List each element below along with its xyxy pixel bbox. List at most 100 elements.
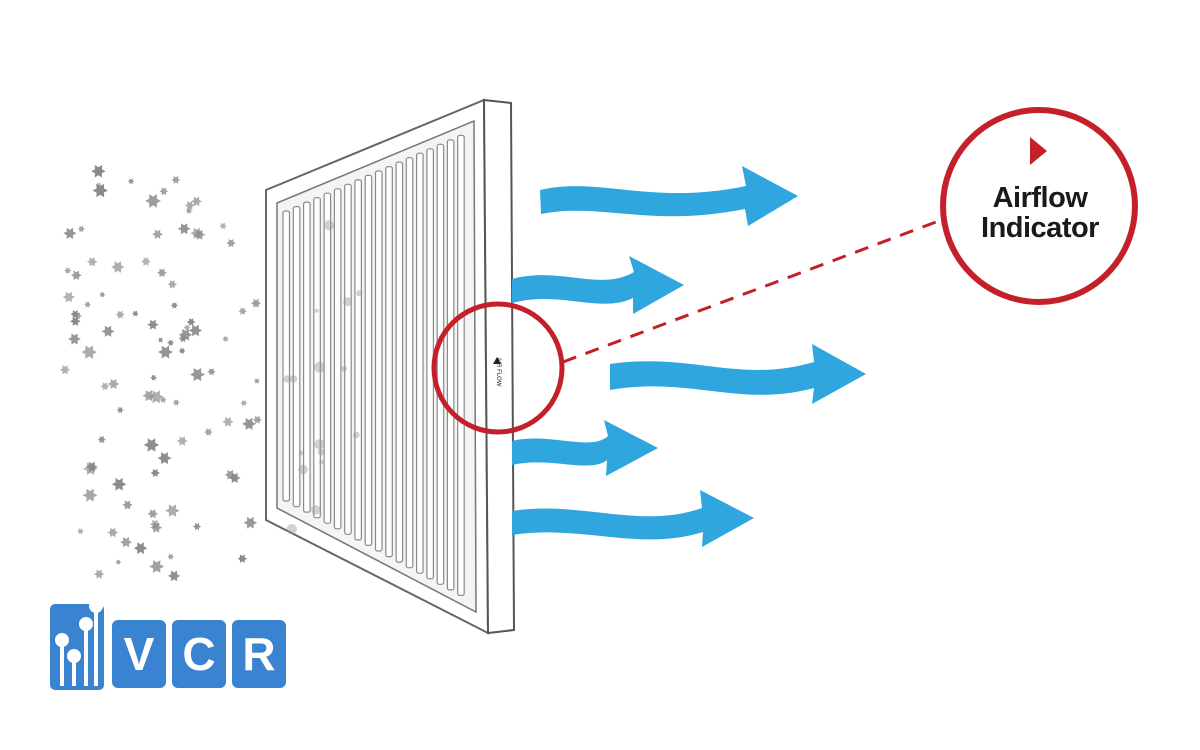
filter-edge-label: AIR FLOW — [495, 357, 501, 386]
callout-ring — [940, 107, 1138, 305]
dust-particle — [101, 325, 115, 337]
dust-particle — [70, 310, 80, 319]
dust-particle — [85, 461, 98, 472]
dust-particle — [62, 291, 75, 303]
dust-particle — [82, 488, 98, 502]
dust-particle — [224, 469, 236, 480]
dust-particle — [243, 516, 258, 529]
trapped-particle — [323, 220, 335, 231]
dust-particle — [147, 509, 158, 519]
filter-pleat — [323, 192, 332, 524]
dust-particle — [190, 227, 204, 239]
filter-pleat — [344, 183, 352, 535]
filter-pleat — [292, 206, 301, 508]
dust-particle — [240, 400, 248, 406]
dust-particle — [226, 239, 236, 248]
filter-pleat — [364, 174, 373, 546]
trapped-particle — [352, 431, 360, 439]
dust-particle — [142, 390, 156, 402]
callout-line-1: Airflow — [992, 182, 1088, 214]
trapped-particle — [311, 505, 321, 515]
dust-particle — [133, 542, 148, 555]
dust-particle — [238, 307, 247, 315]
dust-particle — [189, 368, 205, 381]
airflow-edge-text: AIR FLOW — [495, 357, 501, 386]
filter-pleat — [405, 157, 414, 569]
dust-particle — [167, 280, 178, 289]
dust-particle — [165, 504, 180, 517]
dust-particle — [219, 222, 227, 230]
dust-particle — [141, 257, 151, 266]
dust-particle — [70, 270, 82, 280]
dust-particle — [91, 165, 106, 178]
air-filter: AIR FLOW — [265, 98, 516, 635]
filter-pleat — [333, 188, 342, 530]
dust-particle — [68, 333, 81, 345]
dust-particle — [147, 319, 159, 330]
dust-particle — [127, 178, 135, 185]
dust-particle — [115, 559, 122, 565]
dust-particle — [59, 365, 71, 375]
filter-pleat — [385, 166, 393, 558]
trapped-particle — [341, 365, 348, 372]
filter-pleat — [416, 152, 424, 574]
dust-particle — [77, 225, 86, 233]
dust-particle — [92, 183, 108, 198]
dust-particle — [97, 436, 106, 444]
dust-particle — [192, 522, 202, 531]
circuit-pins-icon — [50, 599, 104, 690]
dust-particle — [150, 468, 160, 477]
dust-particle — [207, 368, 216, 376]
filter-pleat — [436, 143, 445, 585]
dust-particle — [172, 399, 180, 406]
dust-particle — [167, 553, 175, 560]
dust-particle — [184, 201, 195, 210]
filter-pleat — [446, 139, 455, 591]
airflow-arrow-2 — [512, 256, 684, 314]
filter-pleat — [354, 179, 362, 541]
airflow-arrow-4 — [512, 420, 658, 476]
trapped-particle — [289, 375, 298, 383]
dust-particle — [170, 302, 179, 309]
callout-line-2: Indicator — [981, 212, 1099, 244]
dust-particle — [99, 291, 106, 298]
dust-particle — [159, 396, 167, 403]
dust-particle — [116, 406, 124, 414]
dust-particle — [167, 339, 175, 346]
dust-particle — [120, 537, 133, 548]
dust-particle — [237, 554, 248, 563]
dust-particle — [93, 569, 105, 579]
dust-particle — [178, 347, 186, 354]
dust-particle — [107, 527, 119, 538]
dust-particle — [177, 223, 191, 235]
dust-particle — [252, 415, 262, 424]
airflow-arrows — [512, 166, 866, 547]
dust-particle — [115, 310, 125, 319]
trapped-particle — [298, 450, 304, 456]
dust-particle — [149, 560, 165, 573]
dust-particle — [176, 436, 188, 446]
filter-pleat — [395, 161, 404, 563]
dust-particle — [228, 472, 241, 483]
airflow-indicator-label: Airflow Indicator — [945, 183, 1135, 243]
dust-particle — [171, 175, 181, 184]
callout-leader-line — [562, 217, 945, 364]
dust-particle — [157, 337, 164, 343]
dust-particle — [111, 478, 127, 491]
dust-particle — [204, 428, 213, 436]
filter-pleat — [303, 201, 311, 513]
dust-particle — [250, 298, 262, 308]
dust-particle — [222, 336, 229, 342]
dust-particle — [253, 378, 261, 384]
dust-particle — [86, 257, 98, 267]
dust-particles — [59, 165, 262, 582]
dust-particle — [81, 345, 97, 359]
logo-letter-r: R — [232, 620, 286, 688]
dust-particle — [158, 345, 173, 359]
trapped-particle — [298, 464, 308, 475]
dust-particle — [191, 196, 202, 207]
triangle-right-icon — [1030, 137, 1047, 165]
trapped-particle — [314, 308, 319, 313]
dust-particle — [150, 374, 157, 381]
